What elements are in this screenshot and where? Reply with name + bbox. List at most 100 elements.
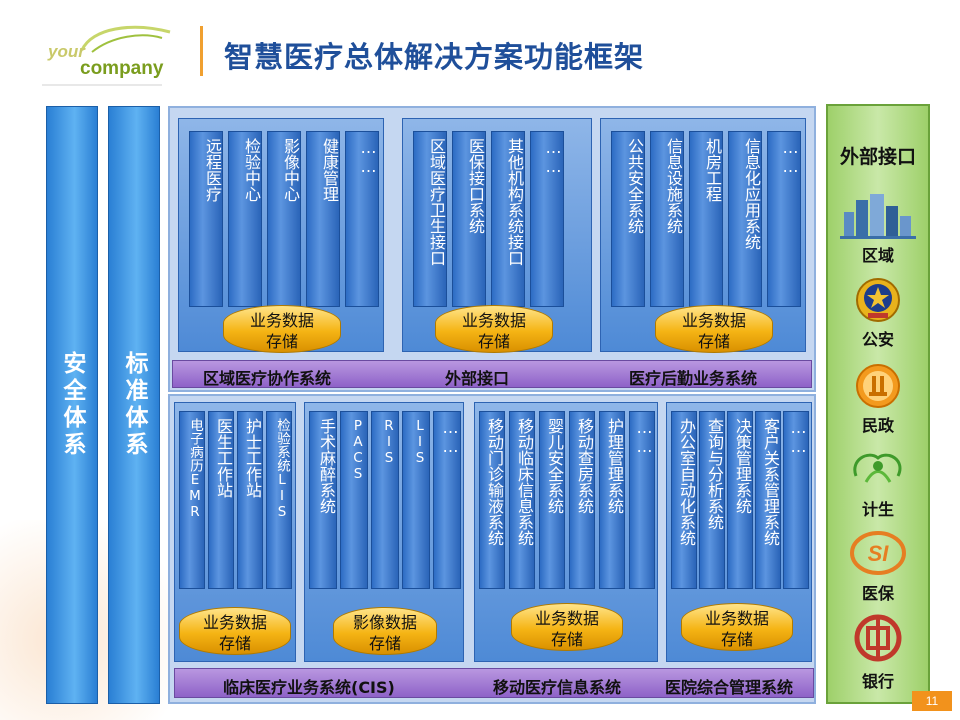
mobile-medical-group: 移动门诊输液系统 移动临床信息系统 婴儿安全系统 移动查房系统 护理管理系统 ……	[474, 402, 658, 662]
external-label-civil-affairs: 民政	[861, 416, 894, 435]
hospital-management-group: 办公室自动化系统 查询与分析系统 决策管理系统 客户关系管理系统 …… 业务数据…	[666, 402, 812, 662]
svg-text:SI: SI	[868, 541, 890, 566]
db-label-line1: 业务数据	[461, 311, 526, 330]
page-title: 智慧医疗总体解决方案功能框架	[224, 40, 645, 74]
system-column: 电子病历EMR	[179, 411, 205, 589]
bar-label-cis: 临床医疗业务系统(CIS)	[223, 678, 395, 697]
business-data-storage: 业务数据存储	[681, 603, 793, 651]
external-interface-group: 区域医疗卫生接口 医保接口系统 其他机构系统接口 …… 业务数据存储	[402, 118, 592, 353]
social-insurance-icon: SI	[828, 530, 928, 580]
security-system-bar: 安全体系	[46, 106, 98, 704]
db-label-line2: 存储	[265, 332, 298, 351]
system-column: 移动查房系统	[569, 411, 595, 589]
column-label: 查询与分析系统	[705, 418, 724, 530]
system-column: 区域医疗卫生接口	[413, 131, 447, 307]
system-column: RIS	[371, 411, 399, 589]
background-decoration	[0, 520, 200, 720]
column-label: 检验系统LIS	[274, 418, 290, 520]
system-column: ……	[345, 131, 379, 307]
system-column: 检验中心	[228, 131, 262, 307]
system-column: ……	[433, 411, 461, 589]
system-column: 信息化应用系统	[728, 131, 762, 307]
column-label: 护理管理系统	[605, 418, 624, 514]
bank-icon	[828, 614, 928, 666]
business-data-storage: 业务数据存储	[223, 305, 341, 353]
clinical-group: 电子病历EMR 医生工作站 护士工作站 检验系统LIS 业务数据存储	[174, 402, 296, 662]
system-column: ……	[530, 131, 564, 307]
title-divider	[200, 26, 203, 76]
system-column: 影像中心	[267, 131, 301, 307]
db-label-line2: 存储	[368, 634, 401, 653]
external-label-family-planning: 计生	[861, 500, 894, 519]
standard-system-label: 标准体系	[121, 351, 147, 459]
column-label: ……	[441, 418, 460, 456]
column-label: 区域医疗卫生接口	[427, 138, 446, 266]
db-label-line2: 存储	[697, 332, 730, 351]
column-label: 医保接口系统	[466, 138, 485, 234]
column-label: 检验中心	[242, 138, 261, 202]
family-planning-icon	[828, 446, 928, 494]
system-column: 决策管理系统	[727, 411, 753, 589]
system-column: 护士工作站	[237, 411, 263, 589]
system-column: 信息设施系统	[650, 131, 684, 307]
standard-system-bar: 标准体系	[108, 106, 160, 704]
system-column: 检验系统LIS	[266, 411, 292, 589]
column-label: 办公室自动化系统	[677, 418, 696, 546]
db-label-line2: 存储	[550, 630, 583, 649]
system-column: ……	[767, 131, 801, 307]
system-column: LIS	[402, 411, 430, 589]
system-column: 其他机构系统接口	[491, 131, 525, 307]
system-column: ……	[783, 411, 809, 589]
db-label-line1: 业务数据	[704, 609, 769, 628]
column-label: 其他机构系统接口	[505, 138, 524, 266]
column-label: ……	[544, 138, 563, 176]
column-label: 医生工作站	[214, 418, 233, 498]
business-data-storage: 业务数据存储	[655, 305, 773, 353]
column-label: 机房工程	[703, 138, 722, 202]
column-label: 电子病历EMR	[187, 418, 203, 520]
system-column: ……	[629, 411, 655, 589]
db-label-line1: 业务数据	[534, 609, 599, 628]
logo-underline	[42, 84, 162, 86]
column-label: 信息设施系统	[664, 138, 683, 234]
system-column: 婴儿安全系统	[539, 411, 565, 589]
bar-label-hospital-management: 医院综合管理系统	[665, 678, 794, 697]
system-column: 护理管理系统	[599, 411, 625, 589]
bottom-system-panel: 电子病历EMR 医生工作站 护士工作站 检验系统LIS 业务数据存储 手术麻醉系…	[168, 394, 816, 704]
hospital-logistics-group: 公共安全系统 信息设施系统 机房工程 信息化应用系统 …… 业务数据存储	[600, 118, 806, 353]
business-data-storage: 业务数据存储	[511, 603, 623, 651]
column-label: 客户关系管理系统	[761, 418, 780, 546]
column-label: RIS	[381, 418, 397, 466]
logo-text-company: company	[80, 58, 164, 79]
external-interface-title: 外部接口	[839, 146, 916, 168]
bar-label-mobile-medical: 移动医疗信息系统	[493, 678, 622, 697]
db-label-line1: 业务数据	[681, 311, 746, 330]
image-data-storage: 影像数据存储	[333, 607, 437, 655]
bar-label-regional-collaboration: 区域医疗协作系统	[203, 369, 332, 388]
column-label: PACS	[350, 418, 366, 482]
bar-label-logistics: 医疗后勤业务系统	[629, 369, 758, 388]
column-label: 影像中心	[281, 138, 300, 202]
bottom-system-bar: 临床医疗业务系统(CIS) 移动医疗信息系统 医院综合管理系统	[174, 668, 814, 698]
db-label-line2: 存储	[477, 332, 510, 351]
db-label-line1: 业务数据	[202, 613, 267, 632]
column-label: 公共安全系统	[625, 138, 644, 234]
imaging-group: 手术麻醉系统 PACS RIS LIS …… 影像数据存储	[304, 402, 464, 662]
column-label: 远程医疗	[203, 138, 222, 202]
db-label-line2: 存储	[218, 634, 251, 653]
bar-label-external-interface: 外部接口	[445, 369, 510, 388]
page-number: 11	[912, 691, 952, 711]
db-label-line1: 业务数据	[249, 311, 314, 330]
top-system-bar: 区域医疗协作系统 外部接口 医疗后勤业务系统	[172, 360, 812, 388]
system-column: PACS	[340, 411, 368, 589]
system-column: 远程医疗	[189, 131, 223, 307]
system-column: 查询与分析系统	[699, 411, 725, 589]
column-label: 护士工作站	[243, 418, 262, 498]
company-logo: your company	[42, 14, 172, 84]
column-label: 移动临床信息系统	[515, 418, 534, 546]
column-label: 移动门诊输液系统	[485, 418, 504, 546]
business-data-storage: 业务数据存储	[435, 305, 553, 353]
system-column: 手术麻醉系统	[309, 411, 337, 589]
system-column: 健康管理	[306, 131, 340, 307]
system-column: 机房工程	[689, 131, 723, 307]
